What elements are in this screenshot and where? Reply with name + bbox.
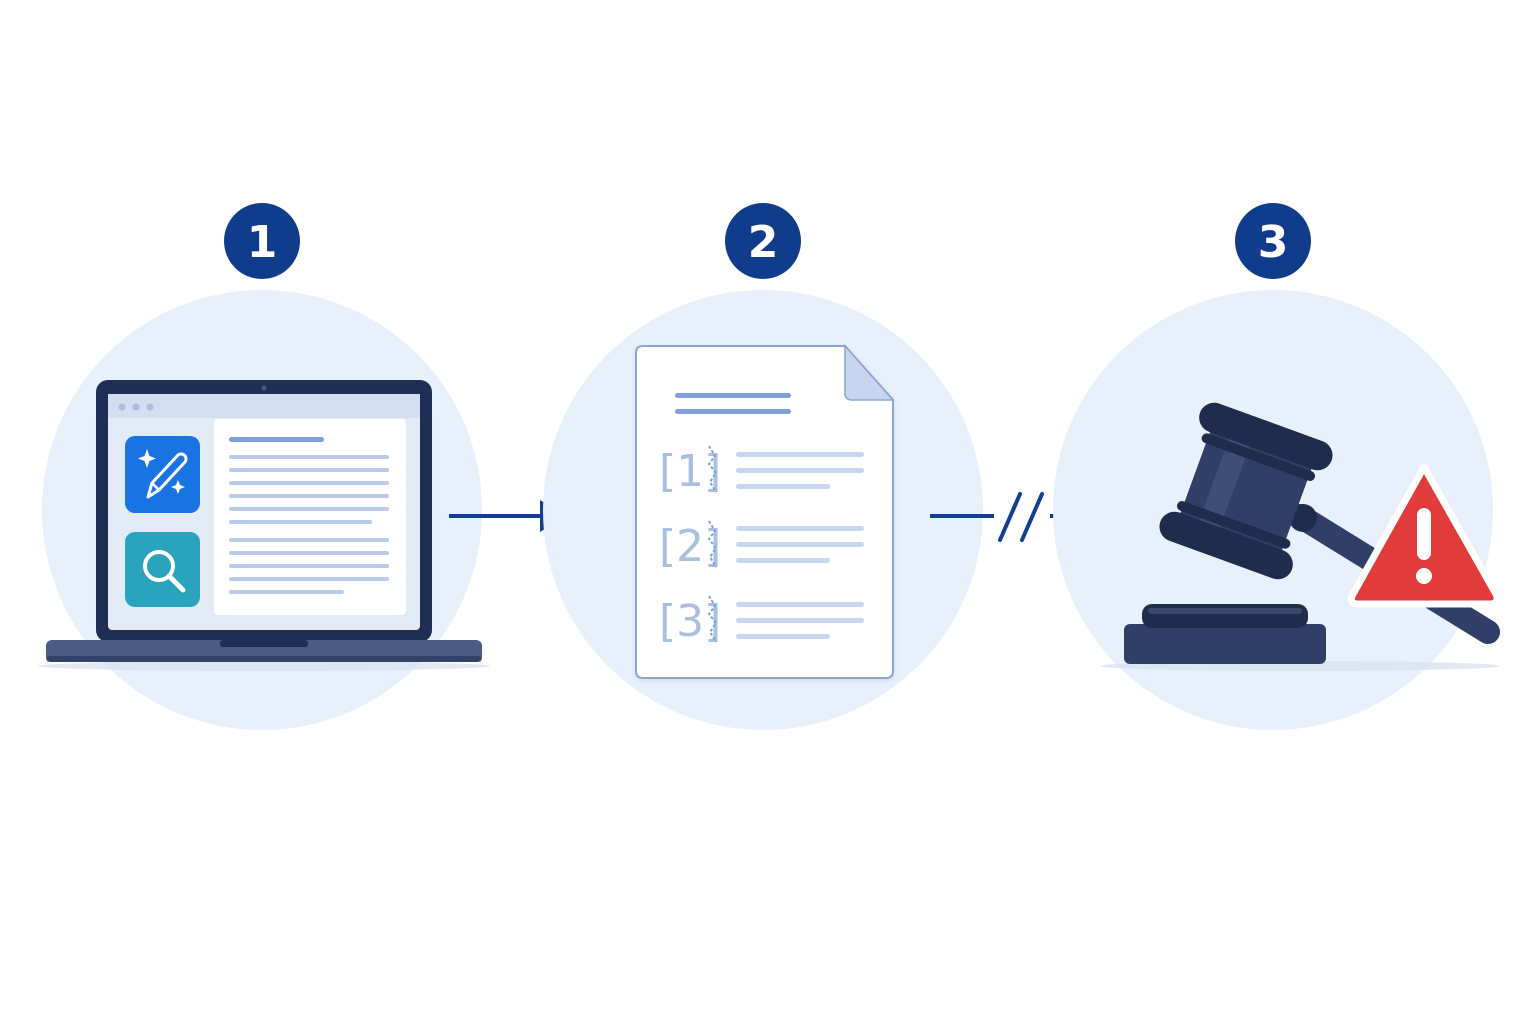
paper-sheet: [635, 345, 894, 679]
gavel-warning-icon: [1100, 402, 1501, 671]
step-3-number: 3: [1258, 217, 1289, 268]
warning-icon: [1348, 463, 1501, 608]
screen-document-panel: [214, 419, 406, 615]
gavel-head: [1159, 402, 1333, 580]
step-2-badge: 2: [725, 203, 801, 279]
step-3-badge-circle: [1235, 203, 1311, 279]
sound-block: [1124, 604, 1326, 664]
step-3: 3: [1053, 203, 1501, 730]
citation-3-label: [3]: [659, 596, 721, 647]
crack-icon: [707, 595, 718, 643]
ai-pen-sparkle-icon: [125, 436, 200, 513]
screen-text-lines: [229, 455, 389, 594]
citation-2: [2]: [659, 520, 864, 572]
step-1-badge-circle: [224, 203, 300, 279]
search-icon: [125, 532, 200, 607]
step-2-number: 2: [748, 217, 779, 268]
step-3-badge: 3: [1235, 203, 1311, 279]
paper-fold: [844, 344, 895, 401]
citation-2-label: [2]: [659, 521, 721, 572]
citation-1: [1]: [659, 445, 864, 497]
crack-icon: [707, 520, 718, 568]
step-1: 1: [38, 203, 490, 730]
step-1-number: 1: [247, 217, 278, 268]
step-2: 2 [1] [2] [3]: [543, 203, 983, 730]
crack-icon: [707, 445, 718, 493]
step-2-badge-circle: [725, 203, 801, 279]
document-broken-citations-icon: [1] [2] [3]: [635, 344, 895, 679]
step-1-badge: 1: [224, 203, 300, 279]
citation-1-label: [1]: [659, 446, 721, 497]
laptop-ai-search-icon: [38, 380, 490, 671]
citation-3: [3]: [659, 595, 864, 647]
